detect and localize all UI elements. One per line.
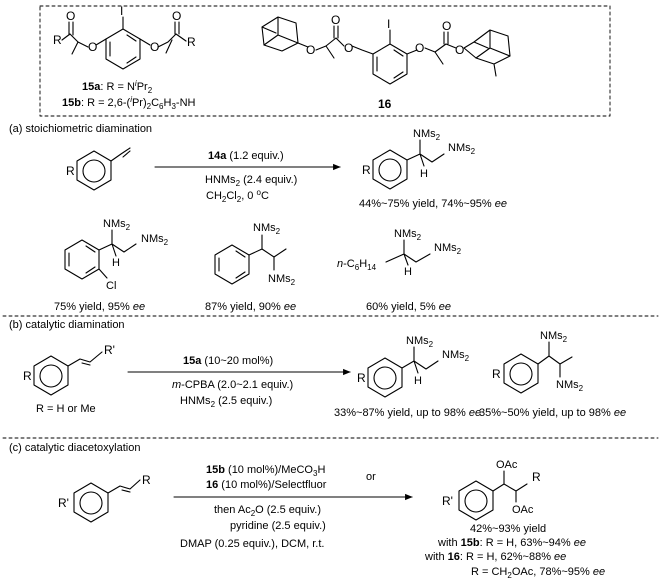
product-c: R' OAc R OAc	[442, 459, 541, 521]
atom-O-ester-right-16: O	[455, 43, 464, 57]
nms2-b2-2: NMs2	[556, 379, 584, 393]
atom-O-carbonyl-left: O	[66, 9, 75, 23]
atom-O-ether-right: O	[150, 40, 159, 54]
substrate-b-note: R = H or Me	[36, 403, 96, 415]
catalyst-15-structure: R O O I O O R	[53, 4, 196, 70]
atom-R-prod-b1: R	[357, 371, 366, 385]
nms2-b2-1: NMs2	[540, 330, 568, 344]
atom-R-left: R	[53, 33, 62, 47]
cond-c-5: DMAP (0.25 equiv.), DCM, r.t.	[180, 538, 324, 550]
h-a3: H	[404, 266, 412, 278]
atom-I-16: I	[387, 17, 390, 31]
atom-R-sub-b: R	[23, 369, 32, 383]
atom-R-prod-b2: R	[492, 367, 501, 381]
cond-b-1: 15a (10~20 mol%)	[183, 355, 273, 367]
adamantyl-left	[261, 16, 299, 52]
cond-c-2: 16 (10 mol%)/Selectfluor	[206, 479, 327, 491]
atom-R-prod-c: R	[532, 470, 541, 484]
result-a-main: 44%~75% yield, 74%~95% ee	[359, 198, 507, 210]
nms2-b1-1: NMs2	[406, 335, 434, 349]
cond-a-3: CH2Cl2, 0 oC	[206, 188, 269, 204]
hexyl-a3: n-C6H14	[337, 258, 377, 272]
atom-R-styrene: R	[66, 164, 75, 178]
bond-right-chain-15	[139, 21, 187, 54]
ring-15-double	[109, 34, 137, 64]
nms2-a1-2: NMs2	[141, 233, 169, 247]
bond-ester-left-16	[297, 25, 345, 59]
h-b1: H	[414, 375, 422, 387]
ring-15	[105, 28, 141, 70]
result-b-2: 35%~50% yield, up to 98% ee	[479, 407, 626, 419]
cond-a-2: HNMs2 (2.4 equiv.)	[205, 174, 297, 188]
atom-O-ether-left-16: O	[344, 41, 353, 55]
ring-16	[372, 43, 408, 85]
atom-O-ester-left-16: O	[306, 43, 315, 57]
cl-a1: Cl	[106, 280, 116, 292]
result-a-3: 60% yield, 5% ee	[366, 301, 451, 313]
substrate-c: R' R	[58, 473, 151, 523]
label-15a: 15a: R = NiPr2	[82, 79, 153, 95]
nms2-a3-1: NMs2	[394, 228, 422, 242]
nms2-prod-a-2: NMs2	[448, 142, 476, 156]
result-a-1: 75% yield, 95% ee	[54, 301, 145, 313]
product-b1: R NMs2 NMs2 H	[357, 335, 470, 398]
section-b-title: (b) catalytic diamination	[9, 319, 125, 331]
cond-c-3: then Ac2O (2.5 equiv.)	[214, 504, 321, 518]
atom-R-prod-a: R	[362, 163, 371, 177]
atom-R-right: R	[187, 35, 196, 49]
cond-c-1: 15b (10 mol%)/MeCO3H	[206, 464, 325, 478]
nms2-a1-1: NMs2	[103, 218, 131, 232]
catalyst-16-structure: O O O I O O O	[261, 13, 511, 85]
atom-O-ether-right-16: O	[415, 41, 424, 55]
bond-left-chain-15	[61, 21, 107, 55]
nms2-a2-2: NMs2	[268, 273, 296, 287]
nms2-a3-2: NMs2	[434, 242, 462, 256]
adamantyl-right	[463, 29, 511, 77]
result-b-1: 33%~87% yield, up to 98% ee	[334, 407, 481, 419]
cond-c-or: or	[366, 471, 376, 483]
cond-c-4: pyridine (2.5 equiv.)	[230, 520, 326, 532]
product-a-main: R NMs2 NMs2 H	[362, 128, 476, 190]
atom-R-sub-c: R	[142, 473, 151, 487]
substrate-b: R R'	[23, 343, 115, 396]
cond-b-3: HNMs2 (2.5 equiv.)	[180, 395, 272, 409]
result-c-15b: with 15b: R = H, 63%~94% ee	[437, 537, 586, 549]
h-prod-a: H	[420, 168, 428, 180]
cond-a-1: 14a (1.2 equiv.)	[208, 150, 284, 162]
atom-Rp-prod-c: R'	[442, 494, 453, 508]
ring-16-double	[376, 49, 404, 79]
atom-O-carbonyl-right: O	[172, 9, 181, 23]
bond-ether-left-16	[351, 45, 374, 55]
nms2-b1-2: NMs2	[442, 349, 470, 363]
label-16: 16	[378, 97, 392, 111]
atom-O-ether-left: O	[88, 40, 97, 54]
label-15b: 15b: R = 2,6-(iPr)2C6H3-NH	[62, 95, 196, 111]
result-c-yield: 42%~93% yield	[470, 523, 546, 535]
result-a-2: 87% yield, 90% ee	[205, 301, 296, 313]
styrene-a: R	[66, 147, 131, 191]
bond-ether-right-16	[406, 31, 457, 65]
atom-I-15: I	[120, 4, 123, 18]
result-c-ch2oac: R = CH2OAc, 78%~95% ee	[471, 566, 605, 580]
nms2-a2-1: NMs2	[253, 222, 281, 236]
oac-prod-c-2: OAc	[512, 504, 534, 516]
catalyst-box	[39, 5, 611, 117]
result-c-16: with 16: R = H, 62%~88% ee	[424, 551, 566, 563]
product-a2: NMs2 NMs2	[214, 222, 296, 287]
cond-b-2: m-CPBA (2.0~2.1 equiv.)	[172, 379, 293, 391]
h-a1: H	[112, 257, 120, 269]
section-a-title: (a) stoichiometric diamination	[9, 123, 152, 135]
atom-Rp-sub-c: R'	[58, 496, 69, 510]
atom-O-carbonyl-right-16: O	[442, 19, 451, 33]
section-c-title: (c) catalytic diacetoxylation	[9, 442, 140, 454]
atom-O-carbonyl-left-16: O	[331, 13, 340, 27]
nms2-prod-a-1: NMs2	[413, 128, 441, 142]
product-a3: NMs2 NMs2 H n-C6H14	[337, 228, 462, 278]
oac-prod-c-1: OAc	[496, 459, 518, 471]
product-a1: NMs2 NMs2 H Cl	[64, 218, 169, 292]
product-b2: R NMs2 NMs2	[492, 330, 584, 394]
atom-Rp-sub-b: R'	[104, 343, 115, 357]
